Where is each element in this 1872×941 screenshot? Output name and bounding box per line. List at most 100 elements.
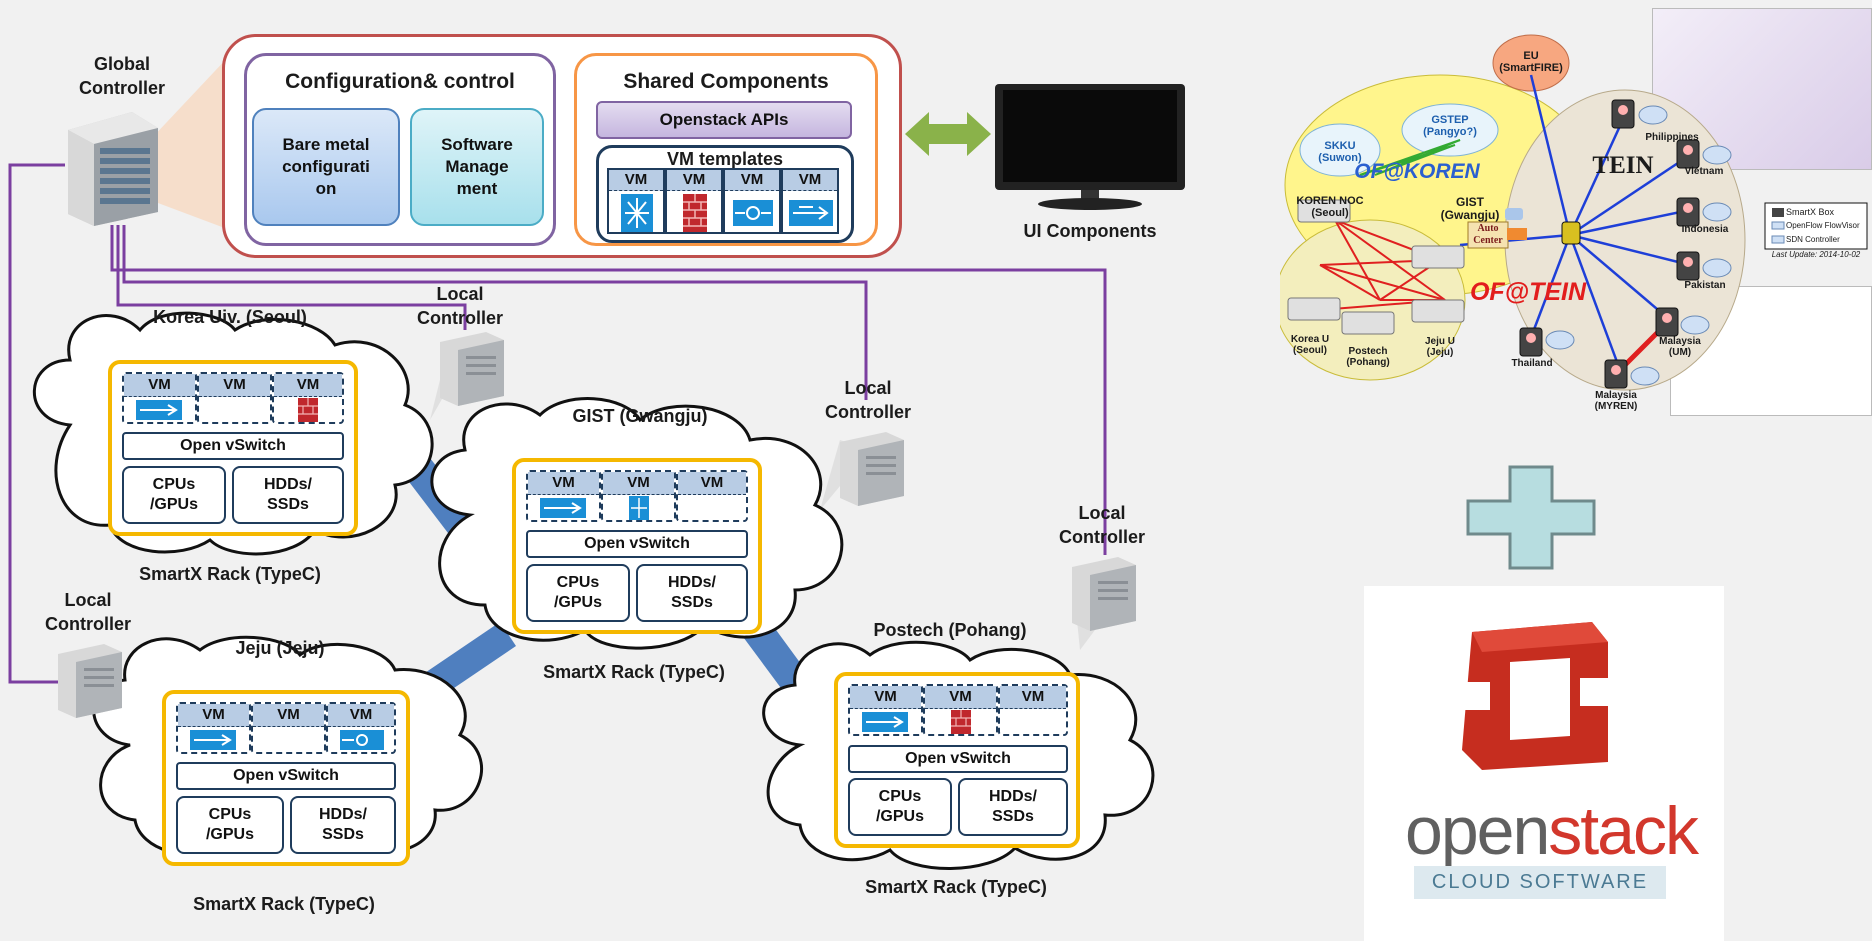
- vm-slot[interactable]: VM: [998, 684, 1068, 736]
- openstack-apis-bar[interactable]: Openstack APIs: [596, 101, 852, 139]
- cpus-gpus: CPUs /GPUs: [176, 796, 284, 854]
- software-management-label: Software Manage ment: [441, 135, 513, 198]
- local-controller-label: Local Controller: [1058, 503, 1145, 547]
- open-vswitch[interactable]: Open vSwitch: [176, 762, 396, 790]
- auto-center-label: Auto Center: [1473, 223, 1503, 246]
- ui-components-label: UI Components: [1023, 221, 1157, 241]
- firewall-icon: [951, 710, 971, 734]
- hdds-ssds: HDDs/ SSDs: [958, 778, 1068, 836]
- hdds-ssds: HDDs/ SSDs: [232, 466, 344, 524]
- node-malaysia-um: Malaysia (UM): [1659, 336, 1701, 358]
- vm-template-2[interactable]: VM: [665, 168, 723, 234]
- vm-slot[interactable]: VM: [601, 470, 676, 522]
- vm-templates-title: VM templates: [666, 149, 784, 169]
- site-name-jeju: Jeju (Jeju): [235, 638, 325, 658]
- vm-label: VM: [603, 472, 674, 495]
- switch-icon: [789, 200, 833, 226]
- software-management-card[interactable]: Software Manage ment: [410, 108, 544, 226]
- local-controller-server-icon[interactable]: [1068, 555, 1140, 633]
- node-thailand: Thailand: [1511, 358, 1553, 369]
- legend-sdn-controller: SDN Controller: [1786, 235, 1840, 244]
- vm-template-1[interactable]: VM: [607, 168, 665, 234]
- cpus-gpus: CPUs /GPUs: [122, 466, 226, 524]
- vm-template-3[interactable]: VM: [723, 168, 781, 234]
- vm-slot[interactable]: VM: [326, 702, 396, 754]
- node-indonesia: Indonesia: [1681, 224, 1729, 235]
- vm-template-label: VM: [725, 170, 779, 191]
- open-vswitch[interactable]: Open vSwitch: [848, 745, 1068, 773]
- rack-type-label-korea: SmartX Rack (TypeC): [139, 564, 321, 584]
- bidirectional-arrow-icon: [905, 112, 991, 156]
- node-eu: EU (SmartFIRE): [1499, 50, 1563, 74]
- legend-flowvisor: OpenFlow FlowVisor: [1786, 221, 1860, 230]
- vm-template-4[interactable]: VM: [781, 168, 839, 234]
- bare-metal-config-label: Bare metal configurati on: [282, 135, 370, 198]
- node-philippines: Philippines: [1645, 132, 1699, 143]
- vm-label: VM: [328, 704, 394, 727]
- openstack-wordmark: openstack: [1405, 797, 1699, 865]
- vm-template-label: VM: [609, 170, 663, 191]
- vm-slot[interactable]: VM: [122, 372, 197, 424]
- vm-slot[interactable]: VM: [676, 470, 748, 522]
- node-pakistan: Pakistan: [1684, 280, 1726, 291]
- local-controller-server-icon[interactable]: [54, 642, 126, 720]
- plus-icon: [1466, 465, 1596, 570]
- vm-slot[interactable]: VM: [526, 470, 601, 522]
- openstack-word-stack: stack: [1548, 793, 1699, 869]
- site-name-postech: Postech (Pohang): [873, 620, 1027, 640]
- vm-label: VM: [850, 686, 921, 709]
- vm-label: VM: [678, 472, 746, 495]
- node-koren-noc: KOREN NOC (Seoul): [1296, 195, 1364, 219]
- of-tein-label: OF@TEIN: [1469, 278, 1587, 306]
- vm-slot[interactable]: VM: [197, 372, 272, 424]
- switch-icon: [136, 400, 182, 420]
- configuration-control-title: Configuration& control: [285, 70, 515, 93]
- local-controller-server-icon[interactable]: [836, 430, 908, 508]
- cpus-gpus: CPUs /GPUs: [848, 778, 952, 836]
- vm-label: VM: [253, 704, 324, 727]
- openstack-word-open: open: [1405, 793, 1550, 869]
- node-malaysia-myren: Malaysia (MYREN): [1594, 390, 1638, 412]
- bare-metal-config-card[interactable]: Bare metal configurati on: [252, 108, 400, 226]
- switch-icon: [540, 498, 586, 518]
- vm-label: VM: [124, 374, 195, 397]
- load-balancer-icon: [629, 496, 649, 520]
- rack-type-label-gist: SmartX Rack (TypeC): [543, 662, 725, 682]
- vm-template-label: VM: [783, 170, 837, 191]
- of-koren-label: OF@KOREN: [1354, 160, 1480, 183]
- node-gstep: GSTEP (Pangyo?): [1423, 114, 1477, 138]
- network-map: EU (SmartFIRE) GSTEP (Pangyo?) SKKU (Suw…: [1280, 0, 1872, 420]
- firewall-icon: [683, 194, 707, 232]
- rack-type-label-jeju: SmartX Rack (TypeC): [193, 894, 375, 914]
- vm-label: VM: [199, 374, 270, 397]
- vm-slot[interactable]: VM: [251, 702, 326, 754]
- legend-smartx-box: SmartX Box: [1786, 207, 1835, 217]
- tein-label: TEIN: [1592, 152, 1654, 179]
- vm-label: VM: [178, 704, 249, 727]
- open-vswitch[interactable]: Open vSwitch: [526, 530, 748, 558]
- vm-slot[interactable]: VM: [176, 702, 251, 754]
- router-icon: [733, 200, 773, 226]
- node-vietnam: Vietnam: [1684, 166, 1724, 177]
- monitor-icon[interactable]: [993, 82, 1187, 212]
- vm-slot[interactable]: VM: [923, 684, 998, 736]
- vm-label: VM: [274, 374, 342, 397]
- global-controller-label: Global Controller: [78, 54, 165, 98]
- hdds-ssds: HDDs/ SSDs: [636, 564, 748, 622]
- openstack-apis-label: Openstack APIs: [659, 110, 789, 129]
- open-vswitch[interactable]: Open vSwitch: [122, 432, 344, 460]
- vm-label: VM: [925, 686, 996, 709]
- node-jeju-u: Jeju U (Jeju): [1424, 336, 1455, 358]
- server-icon[interactable]: [62, 108, 162, 226]
- openstack-logo-icon: [1462, 622, 1608, 770]
- vm-slot[interactable]: VM: [272, 372, 344, 424]
- switch-icon: [862, 712, 908, 732]
- vm-slot[interactable]: VM: [848, 684, 923, 736]
- vm-label: VM: [528, 472, 599, 495]
- node-postech: Postech (Pohang): [1346, 346, 1390, 368]
- rack-type-label-postech: SmartX Rack (TypeC): [865, 877, 1047, 897]
- local-controller-server-icon[interactable]: [436, 330, 508, 408]
- node-gist: GIST (Gwangju): [1440, 195, 1500, 222]
- local-controller-label: Local Controller: [416, 284, 503, 328]
- local-controller-label: Local Controller: [44, 590, 131, 634]
